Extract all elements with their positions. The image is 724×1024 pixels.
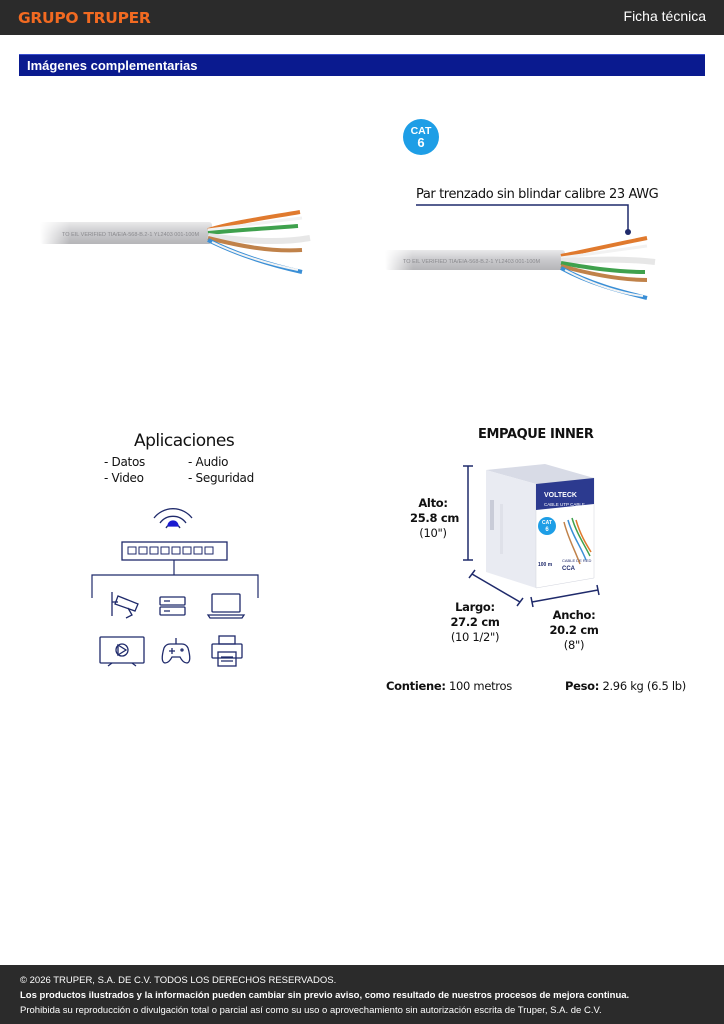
width-dimension-line	[531, 589, 599, 603]
connection-lines	[91, 560, 259, 598]
document-type-label: Ficha técnica	[623, 8, 706, 24]
wire-green	[207, 224, 299, 235]
footer-copyright: © 2026 TRUPER, S.A. DE C.V. TODOS LOS DE…	[20, 975, 337, 986]
width-metric: 20.2 cm	[549, 623, 599, 637]
cable-image-left: TO EIL VERIFIED TIA/EIA-568-B.2-1 YL2403…	[40, 210, 311, 274]
length-dimension-line	[471, 573, 521, 603]
length-imperial: (10 1/2")	[450, 630, 500, 644]
contents-spec: Contiene: 100 metros	[386, 679, 512, 693]
section-title: Imágenes complementarias	[27, 58, 198, 73]
network-switch-icon	[121, 541, 228, 561]
width-dimension: Ancho: 20.2 cm (8")	[548, 608, 600, 653]
wire-brown	[207, 236, 303, 253]
weight-label: Peso:	[565, 679, 600, 693]
cable-image-right: TO EIL VERIFIED TIA/EIA-568-B.2-1 YL2403…	[385, 236, 656, 300]
applications-title: Aplicaciones	[134, 431, 235, 451]
contents-label: Contiene:	[386, 679, 446, 693]
cable-print-text: TO EIL VERIFIED TIA/EIA-568-B.2-1 YL2403…	[403, 259, 540, 265]
page-footer: © 2026 TRUPER, S.A. DE C.V. TODOS LOS DE…	[0, 965, 724, 1024]
footer-prohibition: Prohibida su reproducción o divulgación …	[20, 1005, 602, 1016]
width-imperial: (8")	[563, 638, 585, 652]
wire-brown	[560, 264, 648, 282]
svg-text:6: 6	[545, 527, 549, 533]
footer-notice: Los productos ilustrados y la informació…	[20, 990, 630, 1001]
wire-orange	[560, 236, 648, 258]
application-item-video: - Video	[104, 471, 144, 485]
cable-jacket	[40, 222, 212, 244]
box-material-text: CCA	[562, 566, 576, 572]
security-camera-icon	[111, 592, 139, 619]
height-label: Alto:	[418, 496, 448, 510]
cable-print-text: TO EIL VERIFIED TIA/EIA-568-B.2-1 YL2403…	[62, 232, 199, 238]
height-dimension: Alto: 25.8 cm (10")	[410, 496, 460, 541]
box-cat6-badge	[538, 517, 556, 535]
wire-green	[560, 261, 646, 274]
cable-jacket	[385, 250, 565, 270]
cable-box: VOLTECK CABLE UTP CABLE CAT 6 100 m CABL…	[486, 464, 595, 589]
application-item-audio: - Audio	[188, 455, 229, 469]
printer-icon	[211, 635, 243, 667]
cat-badge-number: 6	[417, 135, 425, 150]
dvr-recorder-icon	[159, 596, 186, 616]
packaging-box-illustration: VOLTECK CABLE UTP CABLE CAT 6 100 m CABL…	[463, 464, 600, 608]
weight-value: 2.96 kg (6.5 lb)	[602, 679, 686, 693]
width-label: Ancho:	[552, 608, 596, 622]
callout-leader-line	[416, 204, 631, 235]
height-metric: 25.8 cm	[410, 511, 460, 525]
packaging-title: EMPAQUE INNER	[478, 427, 594, 442]
cat6-badge: CAT 6	[403, 119, 439, 155]
smart-tv-icon	[99, 636, 145, 667]
box-side-text: CABLE DE RED	[562, 558, 591, 563]
top-header-bar: GRUPO TRUPER Ficha técnica	[0, 0, 724, 35]
length-label: Largo:	[455, 600, 495, 614]
length-dimension: Largo: 27.2 cm (10 1/2")	[450, 600, 500, 645]
svg-text:CAT: CAT	[542, 520, 552, 526]
length-metric: 27.2 cm	[450, 615, 500, 629]
section-title-bar: Imágenes complementarias	[19, 54, 705, 76]
box-product-text: CABLE UTP CABLE	[544, 502, 585, 507]
network-applications-diagram	[91, 508, 259, 667]
wifi-icon	[153, 508, 193, 529]
laptop-icon	[206, 593, 246, 619]
height-imperial: (10")	[419, 526, 447, 540]
application-item-security: - Seguridad	[188, 471, 254, 485]
cat-badge-label: CAT	[410, 125, 432, 137]
application-item-data: - Datos	[104, 455, 145, 469]
contents-value: 100 metros	[449, 679, 512, 693]
box-brand-text: VOLTECK	[544, 492, 577, 499]
box-length-text: 100 m	[538, 562, 553, 568]
brand-logo: GRUPO TRUPER	[18, 9, 151, 27]
twisted-pair-callout: Par trenzado sin blindar calibre 23 AWG	[416, 187, 659, 202]
game-controller-icon	[161, 638, 191, 664]
weight-spec: Peso: 2.96 kg (6.5 lb)	[565, 679, 686, 693]
